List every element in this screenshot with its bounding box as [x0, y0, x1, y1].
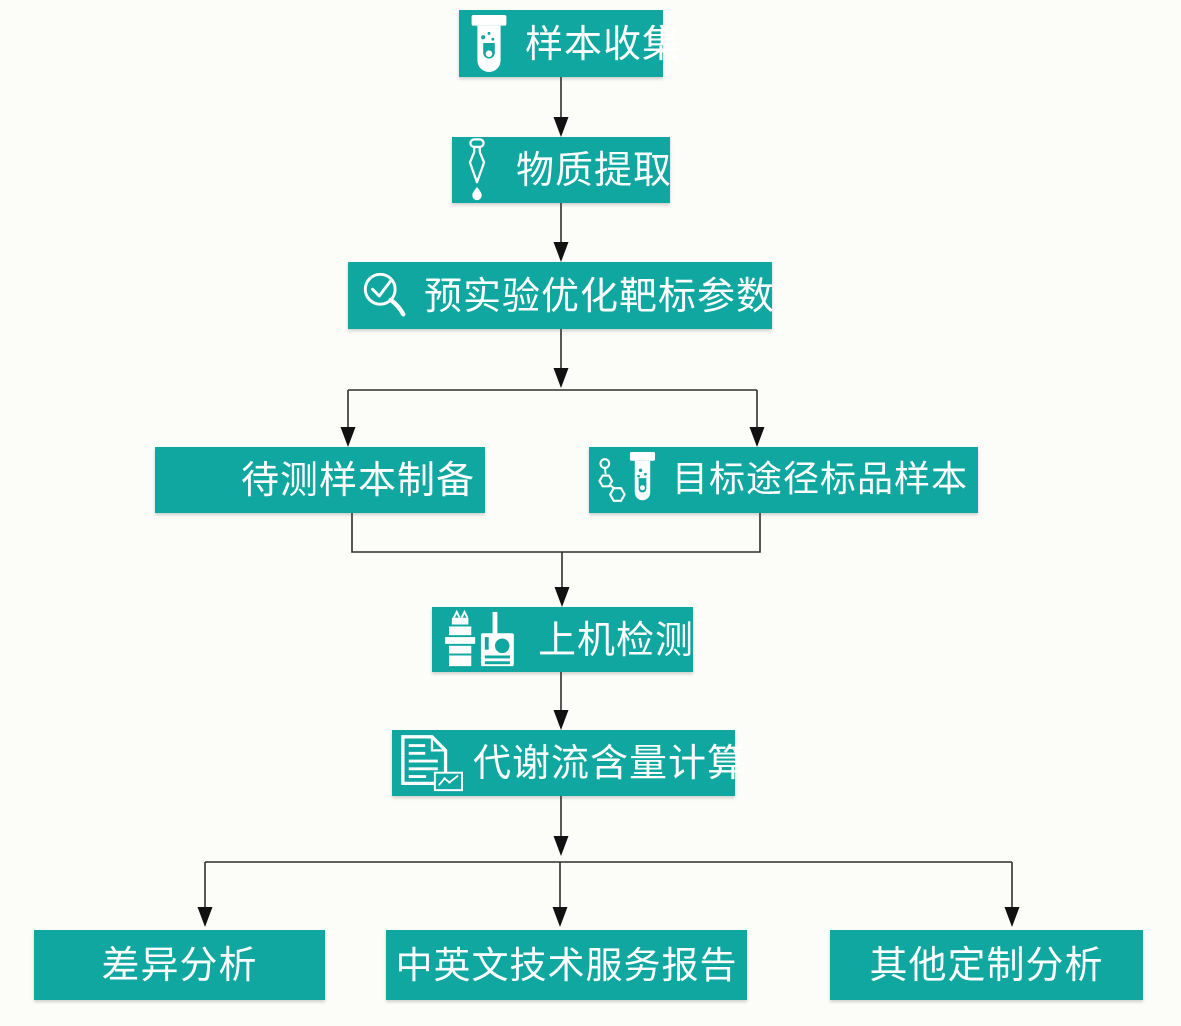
arrow-preexp-to-rail [553, 329, 569, 388]
node-label: 物质提取 [516, 148, 673, 192]
node-label: 待测样本制备 [240, 458, 475, 502]
node-label: 代谢流含量计算 [473, 741, 747, 785]
node-label: 上机检测 [538, 617, 695, 662]
node-test-sample-preparation: 待测样本制备 [155, 447, 485, 513]
node-difference-analysis: 差异分析 [34, 930, 325, 1000]
instrument-icon [442, 609, 516, 670]
split-rail-bottom [197, 861, 1020, 927]
dropper-icon [462, 138, 492, 202]
arrow-extract-to-preexp [553, 203, 569, 262]
node-bilingual-technical-report: 中英文技术服务报告 [386, 930, 747, 1000]
test-tube-icon [469, 14, 509, 73]
node-metabolic-flux-calculation: 代谢流含量计算 [392, 730, 745, 796]
arrow-detect-to-calc [553, 672, 569, 730]
merge-rail [351, 513, 761, 607]
node-target-pathway-standard-sample: 目标途径标品样本 [589, 447, 978, 513]
arrow-calc-to-rail [553, 796, 569, 856]
split-rail-top [340, 389, 765, 447]
magnifier-check-icon [360, 270, 412, 322]
molecule-test-tube-icon [597, 452, 659, 508]
node-other-custom-analysis: 其他定制分析 [830, 930, 1143, 1000]
node-sample-collection: 样本收集 [459, 10, 680, 77]
node-label: 样本收集 [525, 21, 682, 66]
node-substance-extraction: 物质提取 [452, 137, 673, 203]
report-chart-icon [399, 734, 463, 792]
arrow-collect-to-extract [553, 77, 569, 137]
node-label: 中英文技术服务报告 [395, 943, 738, 987]
node-label: 目标途径标品样本 [672, 459, 969, 500]
node-label: 差异分析 [101, 943, 258, 987]
node-label: 其他定制分析 [869, 943, 1104, 987]
node-pre-experiment-optimization: 预实验优化靶标参数 [348, 262, 776, 329]
node-instrument-detection: 上机检测 [432, 607, 693, 672]
node-label: 预实验优化靶标参数 [424, 273, 776, 318]
